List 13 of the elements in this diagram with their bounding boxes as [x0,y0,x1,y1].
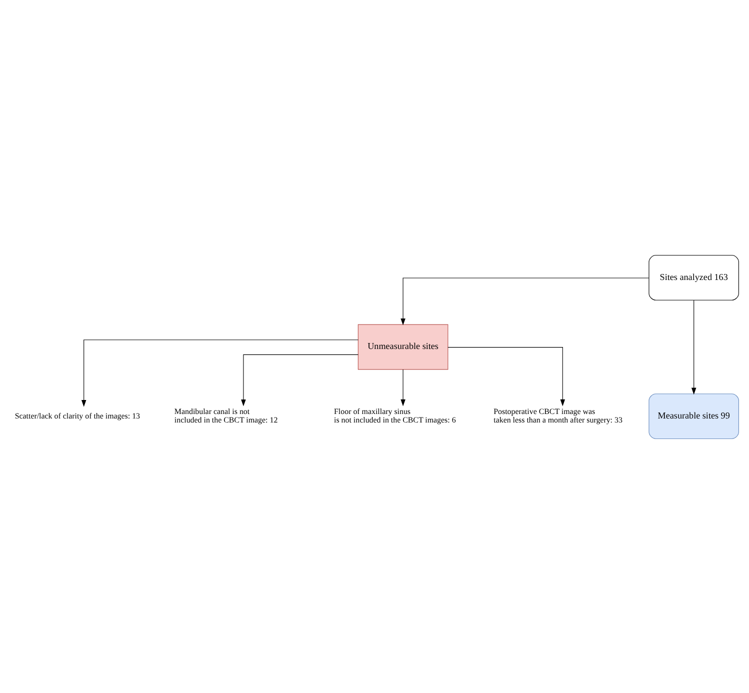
node-text: Postoperative CBCT image was taken less than a month after surgery: 33 [494,406,622,424]
node-box: Sites analyzed 163 [648,254,739,300]
arrow [691,300,696,394]
node-box: Measurable sites 99 [648,393,739,439]
arrow [400,368,406,406]
node-box: Unmeasurable sites [358,324,448,370]
node-text: Mandibular canal is not included in the CBCT image: 12 [174,406,278,424]
arrow [241,354,358,406]
arrow [400,277,650,325]
node-text: Floor of maxillary sinus is not included in the CBCT images: 6 [334,406,456,424]
node-text: Scatter/lack of clarity of the images: 13 [14,410,140,420]
arrow [448,346,566,406]
arrow [81,339,358,406]
